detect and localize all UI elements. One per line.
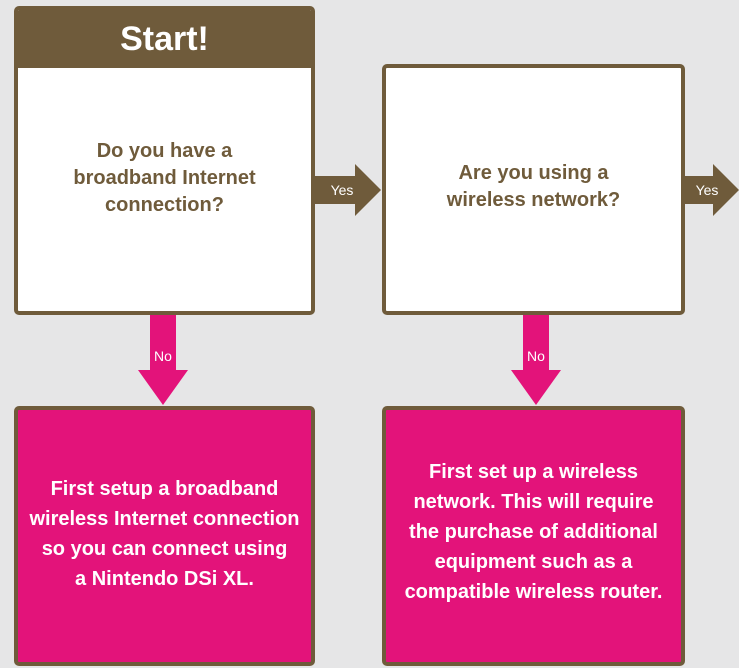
start-header: Start!	[18, 10, 311, 68]
wireless-no-arrow: No	[511, 315, 561, 405]
wireless-setup-text: First set up a wireless network. This wi…	[404, 461, 663, 603]
wireless-question: Are you using a wireless network?	[446, 162, 621, 211]
wireless-setup-box: First set up a wireless network. This wi…	[382, 406, 685, 666]
start-yes-arrow-shape	[315, 164, 381, 216]
start-yes-label: Yes	[331, 182, 354, 198]
wireless-yes-label: Yes	[696, 182, 719, 198]
wireless-question-box: Are you using a wireless network?	[382, 64, 685, 315]
wireless-yes-arrow-shape	[685, 164, 739, 216]
wireless-yes-arrow: Yes	[685, 164, 739, 216]
broadband-setup-box: First setup a broadband wireless Interne…	[14, 406, 315, 666]
start-box: Start! Do you have a broadband Internet …	[14, 6, 315, 315]
start-question: Do you have a broadband Internet connect…	[73, 140, 256, 216]
wireless-no-label: No	[527, 348, 545, 364]
wireless-no-arrow-shape	[511, 315, 561, 405]
start-no-label: No	[154, 348, 172, 364]
broadband-setup-text: First setup a broadband wireless Interne…	[29, 478, 300, 590]
start-yes-arrow: Yes	[315, 164, 381, 216]
start-no-arrow-shape	[138, 315, 188, 405]
start-no-arrow: No	[138, 315, 188, 405]
